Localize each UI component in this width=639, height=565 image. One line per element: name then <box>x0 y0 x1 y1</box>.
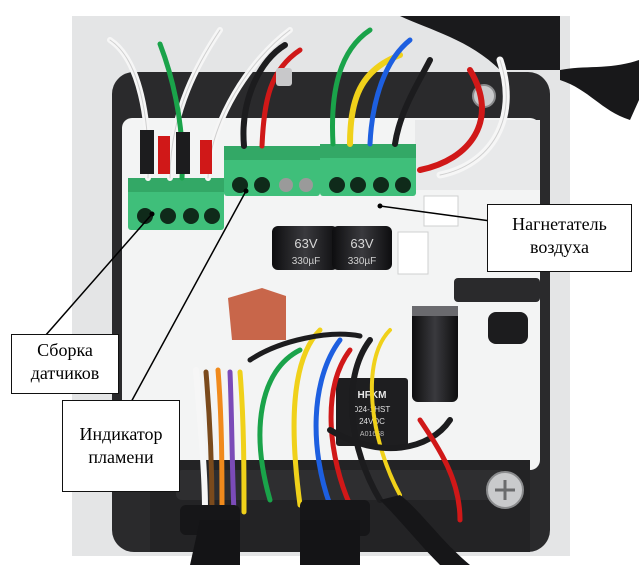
svg-text:63V: 63V <box>294 236 317 251</box>
black-component <box>454 278 540 302</box>
blower-terminal-block <box>320 144 416 196</box>
callout-air-blower-line2: воздуха <box>529 237 590 257</box>
blower-wires <box>330 27 510 179</box>
capacitor-right: 63V 330µF <box>332 226 392 270</box>
bottom-cables <box>180 495 470 565</box>
callout-line-tips <box>149 188 383 217</box>
callout-lines <box>44 190 499 405</box>
callout-flame-indicator-line2: пламени <box>88 447 154 467</box>
svg-text:24VDC: 24VDC <box>359 417 385 426</box>
fuse <box>228 288 286 340</box>
svg-text:A01668: A01668 <box>360 431 384 438</box>
svg-text:330µF: 330µF <box>292 256 321 267</box>
svg-text:63V: 63V <box>350 236 373 251</box>
sensor-wires <box>107 27 293 181</box>
callout-sensor-assembly-line2: датчиков <box>30 363 100 383</box>
black-cable-top <box>400 16 560 70</box>
callout-sensor-assembly-line1: Сборка <box>37 340 93 360</box>
callout-flame-indicator-line1: Индикатор <box>79 424 163 444</box>
capacitor-vertical <box>412 306 458 402</box>
flame-wires <box>240 42 303 149</box>
capacitor-left: 63V 330µF <box>272 226 338 270</box>
bottom-wire-bundle <box>193 327 463 523</box>
callout-air-blower: Нагнетатель воздуха <box>487 204 632 272</box>
sensor-terminal-block <box>128 178 224 230</box>
callout-air-blower-line1: Нагнетатель <box>512 214 607 234</box>
flame-terminal-block <box>224 146 320 196</box>
callout-sensor-assembly: Сборка датчиков <box>11 334 119 394</box>
svg-text:330µF: 330µF <box>348 256 377 267</box>
callout-flame-indicator: Индикатор пламени <box>62 400 180 492</box>
